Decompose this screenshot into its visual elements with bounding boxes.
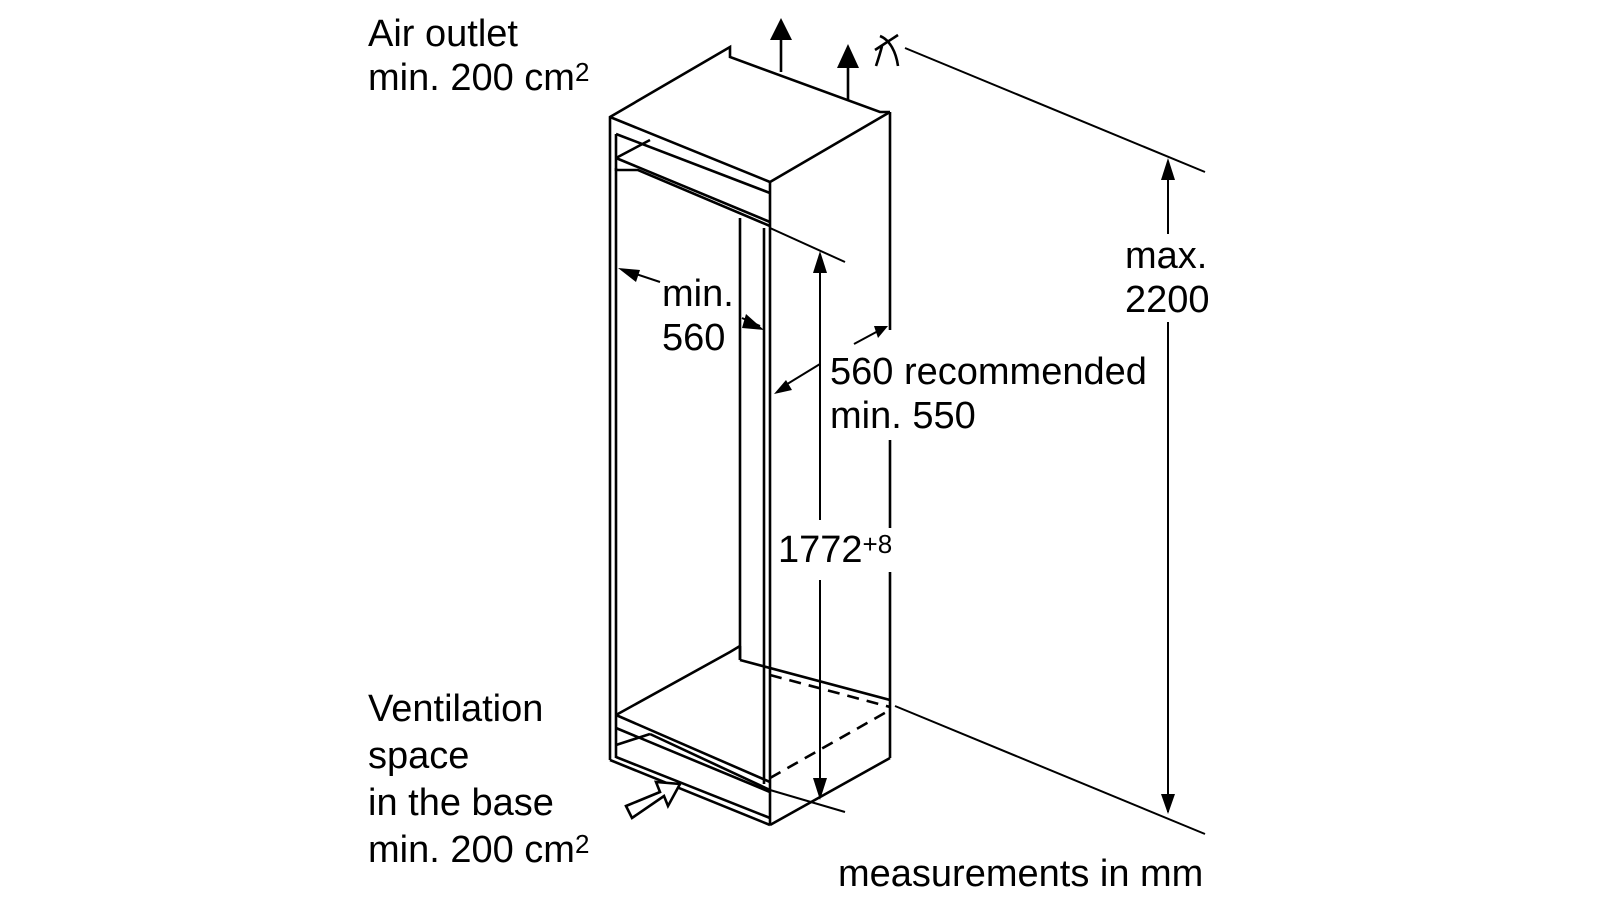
niche-height-tolerance: +8	[862, 529, 893, 559]
max-height-line2: 2200	[1125, 279, 1210, 321]
niche-height-label: 1772+8	[778, 528, 893, 572]
air-inlet-arrow-icon	[624, 780, 683, 820]
niche-height-dimension	[769, 227, 846, 813]
air-outlet-line2: min. 200 cm2	[368, 57, 590, 99]
niche-depth-label: 560 recommended min. 550	[830, 350, 1147, 438]
niche-depth-dimension	[774, 326, 888, 394]
ventilation-line4: min. 200 cm2	[368, 829, 590, 871]
ventilation-label: Ventilation space in the base min. 200 c…	[368, 686, 589, 874]
ventilation-line3: in the base	[368, 782, 554, 824]
niche-width-line2: 560	[662, 317, 726, 359]
cabinet-top	[608, 44, 891, 184]
niche-width-label: min. 560	[662, 272, 734, 360]
max-height-line1: max.	[1125, 235, 1208, 277]
wall-mount-icon	[874, 33, 900, 67]
air-outlet-label: Air outlet min. 200 cm2	[368, 12, 589, 100]
ventilation-line2: space	[368, 735, 470, 777]
max-height-label: max. 2200	[1125, 234, 1210, 322]
top-panel	[614, 132, 771, 784]
up-arrow-icon	[770, 18, 792, 72]
base-platform	[615, 644, 891, 820]
max-height-dimension	[894, 47, 1206, 835]
niche-width-line1: min.	[662, 273, 734, 315]
niche-depth-line1: 560 recommended	[830, 351, 1147, 393]
air-outlet-line1: Air outlet	[368, 13, 518, 55]
cabinet-side	[769, 112, 892, 827]
hidden-edges	[769, 673, 891, 780]
cabinet-front-frame	[608, 121, 772, 827]
ventilation-line1: Ventilation	[368, 688, 544, 730]
niche-height-value: 1772	[778, 529, 863, 571]
units-note: measurements in mm	[838, 853, 1204, 895]
niche-depth-line2: min. 550	[830, 395, 976, 437]
up-arrow-icon	[837, 44, 859, 100]
niche-width-dimension	[618, 268, 764, 330]
